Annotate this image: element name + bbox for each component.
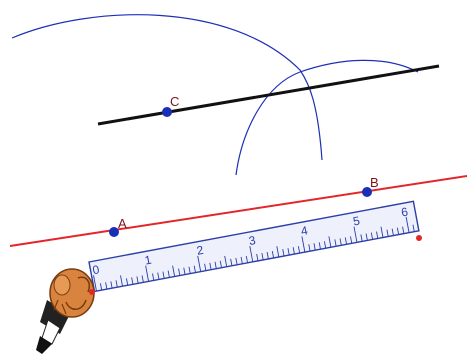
ruler-tick xyxy=(308,244,311,252)
ruler-label-1: 1 xyxy=(143,253,152,268)
ruler-tick xyxy=(370,232,374,240)
ruler-label-3: 3 xyxy=(248,233,257,248)
ruler-tick xyxy=(353,226,358,243)
ruler-tick xyxy=(405,216,410,233)
ruler-label-0: 0 xyxy=(91,262,100,277)
construction-arc-large xyxy=(11,14,323,161)
ruler-label-4: 4 xyxy=(300,223,309,238)
ruler-tick xyxy=(126,278,129,286)
parallel-line[interactable] xyxy=(97,64,440,126)
ruler-tick xyxy=(172,265,176,277)
ruler-tick xyxy=(235,257,238,265)
ruler-tick xyxy=(339,238,342,246)
ruler-tick xyxy=(350,236,353,244)
ruler-tick xyxy=(152,273,155,281)
ruler-labels: 0 1 2 3 4 5 6 xyxy=(91,205,409,278)
ruler-tick xyxy=(93,275,97,292)
line-ab[interactable] xyxy=(9,175,467,247)
ruler-label-6: 6 xyxy=(400,205,409,220)
point-a[interactable] xyxy=(109,227,119,237)
ruler-tick xyxy=(386,229,389,237)
hand-icon[interactable] xyxy=(49,268,95,318)
ruler-tool[interactable]: 0 1 2 3 4 5 6 xyxy=(88,200,420,293)
ruler-tick xyxy=(301,236,306,253)
ruler-end-handle[interactable] xyxy=(416,235,422,241)
ruler-tick xyxy=(376,231,379,239)
ruler-tick xyxy=(219,260,222,268)
ruler-tick xyxy=(396,227,400,235)
ruler-tick xyxy=(120,275,123,287)
ruler-tick xyxy=(328,236,332,248)
ruler-tick xyxy=(167,270,170,278)
ruler-tick xyxy=(230,258,233,266)
ruler-label-2: 2 xyxy=(196,243,205,258)
ruler-tick xyxy=(209,262,212,270)
ruler-tick xyxy=(157,272,160,280)
ruler-tick xyxy=(334,239,337,247)
ruler-tick xyxy=(188,266,191,274)
ruler-tick xyxy=(178,268,181,276)
ruler-tick xyxy=(245,255,249,263)
ruler-tick xyxy=(360,234,363,242)
ruler-tick xyxy=(204,263,207,271)
ruler-tick xyxy=(292,247,295,255)
ruler-tick xyxy=(266,251,269,260)
ruler-body[interactable] xyxy=(88,200,420,293)
ruler-tick xyxy=(402,226,405,234)
ruler-tick xyxy=(183,267,186,275)
point-b[interactable] xyxy=(362,187,372,197)
ruler-tick xyxy=(344,237,347,245)
point-c-label: C xyxy=(170,94,179,109)
ruler-tick xyxy=(224,255,228,267)
ruler-tick xyxy=(282,249,285,257)
ruler-tick xyxy=(323,241,327,249)
ruler-tick xyxy=(256,253,259,261)
ruler-tick xyxy=(193,265,196,273)
ruler-tick xyxy=(391,228,394,236)
ruler-tick xyxy=(131,277,134,285)
ruler-tick xyxy=(162,271,165,279)
ruler-tick xyxy=(214,261,217,269)
ruler-tick xyxy=(141,275,144,283)
ruler-tick xyxy=(99,283,103,291)
ruler-tick xyxy=(365,233,368,241)
ruler-tick xyxy=(297,246,301,254)
ruler-tick xyxy=(276,246,280,258)
ruler-tick xyxy=(412,224,415,232)
ruler-tick xyxy=(240,256,243,264)
ruler-label-5: 5 xyxy=(352,214,361,229)
point-a-label: A xyxy=(118,216,127,231)
ruler-tick xyxy=(287,248,290,256)
ruler-tick xyxy=(261,252,264,261)
ruler-tick xyxy=(105,282,108,290)
ruler-ticks xyxy=(93,216,415,292)
construction-arc-small xyxy=(235,59,419,176)
ruler-tick xyxy=(313,243,316,251)
ruler-tick xyxy=(249,246,254,262)
point-b-label: B xyxy=(370,175,379,190)
point-c[interactable] xyxy=(162,107,172,117)
ruler-tick xyxy=(318,242,321,250)
ruler-tick xyxy=(380,226,384,238)
ruler-tick xyxy=(115,280,118,288)
ruler-tick xyxy=(197,255,202,272)
pencil-icon[interactable] xyxy=(36,300,70,354)
ruler-tick xyxy=(271,251,275,259)
ruler-tick xyxy=(110,281,113,289)
ruler-tick xyxy=(136,276,139,284)
ruler-tick xyxy=(145,265,150,282)
